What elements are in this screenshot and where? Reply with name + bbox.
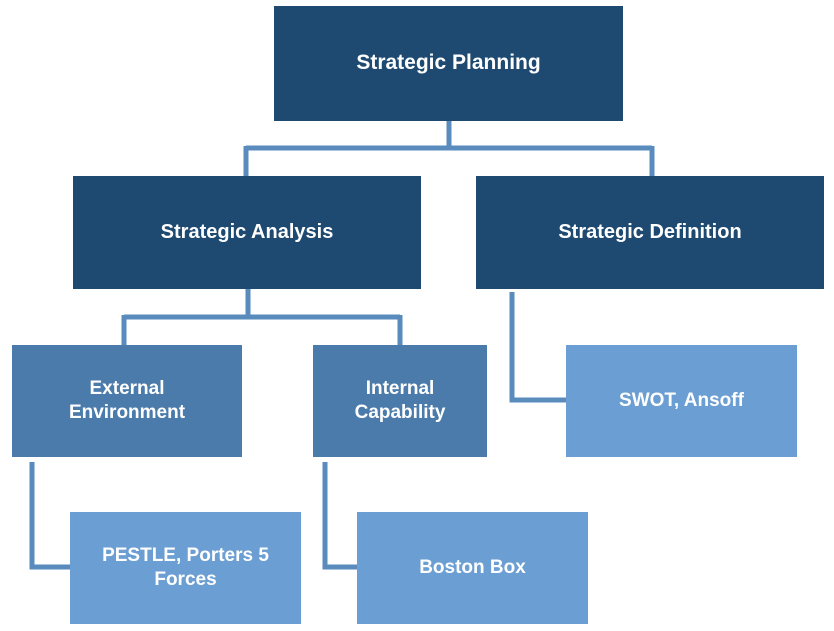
node-label: PESTLE, Porters 5 Forces	[102, 545, 269, 590]
node-label: SWOT, Ansoff	[619, 390, 744, 412]
connector-analysis-children	[121, 289, 403, 345]
node-label: Strategic Planning	[356, 51, 541, 75]
node-internal-capability: Internal Capability	[313, 345, 487, 457]
connector-internal-boston	[322, 462, 357, 570]
node-label: Strategic Definition	[558, 221, 742, 243]
node-boston-box: Boston Box	[357, 512, 588, 624]
node-strategic-planning: Strategic Planning	[274, 6, 623, 121]
connector-external-pestle	[29, 462, 70, 570]
connector-definition-swot	[509, 292, 566, 403]
node-strategic-definition: Strategic Definition	[476, 176, 824, 289]
node-swot-ansoff: SWOT, Ansoff	[566, 345, 797, 457]
node-external-environment: External Environment	[12, 345, 242, 457]
node-label: Strategic Analysis	[160, 221, 334, 243]
connector-root-children	[243, 121, 655, 176]
node-label: Boston Box	[419, 557, 526, 579]
node-strategic-analysis: Strategic Analysis	[73, 176, 421, 289]
node-pestle-porters: PESTLE, Porters 5 Forces	[70, 512, 301, 624]
node-label: External Environment	[68, 378, 186, 423]
node-label: Internal Capability	[354, 378, 446, 423]
